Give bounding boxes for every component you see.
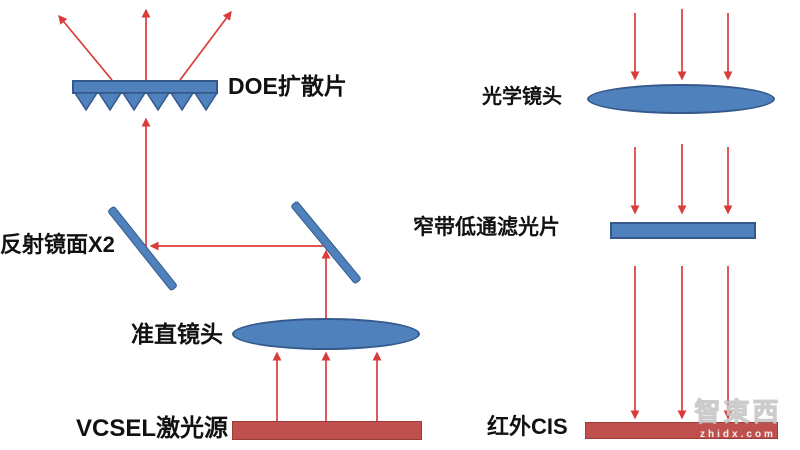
optical-lens-shape <box>587 84 775 114</box>
bandpass-filter-shape <box>610 222 756 239</box>
doe-diffuser-label: DOE扩散片 <box>228 73 347 99</box>
collimating-lens-shape <box>232 318 420 350</box>
vcsel-emission-arrows <box>272 351 382 421</box>
doe-diffuser-shape <box>72 80 219 112</box>
lens-to-filter-arrows <box>630 144 733 215</box>
vcsel-laser-label: VCSEL激光源 <box>76 415 229 442</box>
infrared-cis-label: 红外CIS <box>487 414 568 439</box>
filter-to-cis-arrows <box>630 266 733 420</box>
mirror-path-arrows <box>141 117 331 318</box>
vcsel-laser-shape <box>232 421 422 440</box>
bandpass-filter-label: 窄带低通滤光片 <box>413 216 560 239</box>
optical-lens-label: 光学镜头 <box>482 86 562 108</box>
incoming-light-arrows <box>630 9 733 81</box>
collimating-lens-label: 准直镜头 <box>131 321 223 347</box>
doe-output-arrows <box>58 8 232 81</box>
infrared-cis-shape <box>585 422 778 439</box>
reflective-mirrors-label: 反射镜面X2 <box>0 232 115 257</box>
